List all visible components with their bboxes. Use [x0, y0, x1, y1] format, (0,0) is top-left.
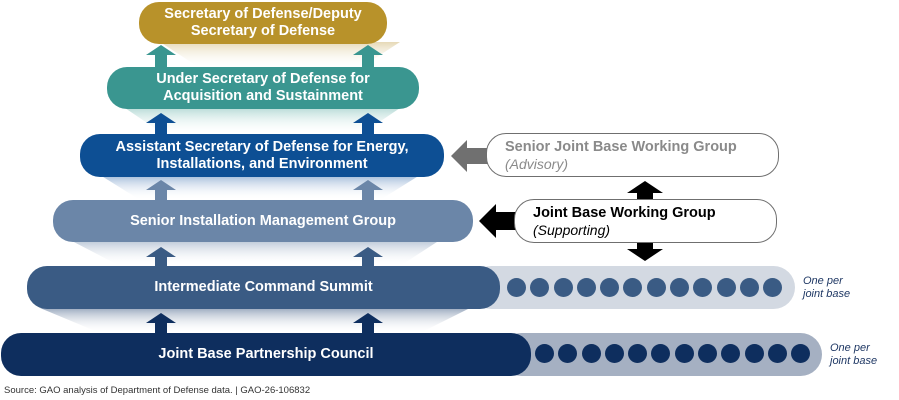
tier-label: Senior Installation Management Group: [130, 212, 396, 229]
per-base-note-ics: One per joint base: [803, 275, 850, 301]
joint-base-dot: [558, 344, 578, 363]
tier-senior-installation-management-group: Senior Installation Management Group: [53, 200, 473, 242]
joint-base-dot: [507, 278, 526, 297]
side-group-subtitle: (Advisory): [505, 156, 569, 172]
note-line: joint base: [803, 288, 851, 300]
up-arrow-icon: [146, 45, 176, 67]
up-arrow-icon: [353, 113, 383, 135]
source-note: Source: GAO analysis of Department of De…: [4, 385, 311, 396]
joint-base-dot: [739, 278, 759, 297]
tier-label-line: Installations, and Environment: [156, 155, 368, 172]
per-base-note-jbpc: One per joint base: [830, 342, 877, 368]
joint-base-dot: [744, 344, 764, 363]
joint-base-dot: [674, 344, 694, 363]
joint-base-dot: [623, 278, 643, 297]
joint-base-dot: [716, 278, 736, 297]
up-arrow-icon: [146, 313, 176, 335]
tier-label-line: Secretary of Defense: [190, 23, 336, 39]
up-arrow-icon: [627, 181, 663, 206]
left-arrow-icon: [479, 204, 519, 243]
shadow-5: [40, 308, 470, 333]
up-arrow-icon: [146, 247, 176, 269]
tier-label-line: Assistant Secretary of Defense for Energ…: [115, 138, 409, 155]
tier-intermediate-command-summit: Intermediate Command Summit: [27, 266, 500, 309]
note-line: joint base: [830, 355, 878, 367]
shadow-2: [125, 108, 400, 135]
tier-label-line: Acquisition and Sustainment: [163, 88, 363, 104]
per-base-dots-ics: [507, 278, 783, 297]
tier-assistant-secretary-eie: Assistant Secretary of Defense for Energ…: [80, 134, 444, 177]
up-arrow-icon: [353, 313, 383, 335]
joint-base-dot: [576, 278, 596, 297]
joint-base-dot: [581, 344, 601, 363]
tier-label: Joint Base Partnership Council: [158, 346, 374, 362]
up-arrow-icon: [353, 180, 383, 202]
joint-base-dot: [698, 344, 718, 363]
shadow-3: [100, 175, 420, 200]
joint-base-dot: [721, 344, 741, 363]
up-arrow-icon: [353, 247, 383, 269]
side-group-senior-jbwg: Senior Joint Base Working Group (Advisor…: [486, 133, 779, 177]
tier-label-line: Under Secretary of Defense for: [156, 71, 370, 87]
note-line: One per: [803, 275, 843, 287]
joint-base-dot: [553, 278, 573, 297]
side-group-subtitle: (Supporting): [533, 222, 611, 238]
joint-base-dot: [604, 344, 624, 363]
shadow-4: [70, 240, 440, 266]
side-group-jbwg: Joint Base Working Group (Supporting): [514, 199, 777, 243]
joint-base-dot: [693, 278, 713, 297]
shadow-1: [160, 42, 400, 68]
tier-joint-base-partnership-council: Joint Base Partnership Council: [1, 333, 531, 376]
down-arrow-icon: [627, 241, 663, 266]
up-arrow-icon: [146, 113, 176, 135]
tier-label: Intermediate Command Summit: [154, 279, 373, 295]
joint-base-dot: [767, 344, 787, 363]
joint-base-dot: [791, 344, 811, 363]
note-line: One per: [830, 342, 870, 354]
side-group-title: Senior Joint Base Working Group: [505, 139, 737, 155]
side-group-title: Joint Base Working Group: [533, 205, 716, 221]
per-base-dots-jbpc: [535, 344, 811, 363]
joint-base-dot: [670, 278, 690, 297]
tier-label-line: Secretary of Defense/Deputy: [164, 6, 362, 22]
joint-base-dot: [763, 278, 783, 297]
joint-base-dot: [600, 278, 620, 297]
up-arrow-icon: [146, 180, 176, 202]
up-arrow-icon: [353, 45, 383, 67]
joint-base-dot: [646, 278, 666, 297]
joint-base-dot: [628, 344, 648, 363]
joint-base-dot: [651, 344, 671, 363]
joint-base-dot: [530, 278, 550, 297]
joint-base-dot: [535, 344, 554, 363]
left-arrow-icon: [451, 140, 491, 177]
